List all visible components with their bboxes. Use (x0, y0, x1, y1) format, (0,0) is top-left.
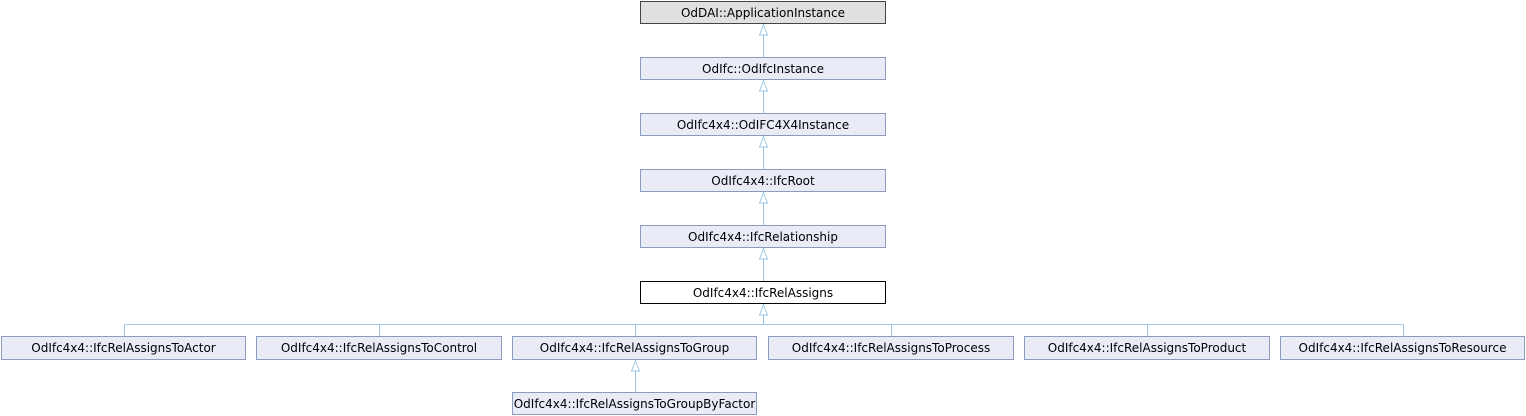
inheritance-arrowhead (758, 191, 769, 204)
node-ifc-rel-assigns-to-process[interactable]: OdIfc4x4::IfcRelAssignsToProcess (768, 336, 1014, 360)
node-ifc-rel-assigns-to-resource[interactable]: OdIfc4x4::IfcRelAssignsToResource (1280, 336, 1525, 360)
node-odifc-instance[interactable]: OdIfc::OdIfcInstance (640, 57, 886, 80)
inheritance-arrowhead (758, 303, 769, 316)
node-application-instance: OdDAI::ApplicationInstance (640, 1, 886, 24)
node-ifc4x4-instance[interactable]: OdIfc4x4::OdIFC4X4Instance (640, 113, 886, 136)
inheritance-arrowhead (758, 23, 769, 36)
inheritance-arrowhead (758, 79, 769, 92)
inheritance-arrowhead (758, 135, 769, 148)
node-ifc-rel-assigns-to-actor[interactable]: OdIfc4x4::IfcRelAssignsToActor (1, 336, 246, 360)
node-ifc-rel-assigns-to-product[interactable]: OdIfc4x4::IfcRelAssignsToProduct (1024, 336, 1270, 360)
inheritance-arrowhead (630, 359, 641, 372)
node-ifc-rel-assigns-to-control[interactable]: OdIfc4x4::IfcRelAssignsToControl (256, 336, 502, 360)
node-ifc-rel-assigns-to-group[interactable]: OdIfc4x4::IfcRelAssignsToGroup (512, 336, 757, 360)
node-ifc-relationship[interactable]: OdIfc4x4::IfcRelationship (640, 225, 886, 248)
inheritance-arrowhead (758, 247, 769, 260)
node-ifc-root[interactable]: OdIfc4x4::IfcRoot (640, 169, 886, 192)
node-ifc-rel-assigns-to-group-by-factor[interactable]: OdIfc4x4::IfcRelAssignsToGroupByFactor (512, 392, 757, 415)
node-ifc-rel-assigns: OdIfc4x4::IfcRelAssigns (640, 281, 886, 304)
